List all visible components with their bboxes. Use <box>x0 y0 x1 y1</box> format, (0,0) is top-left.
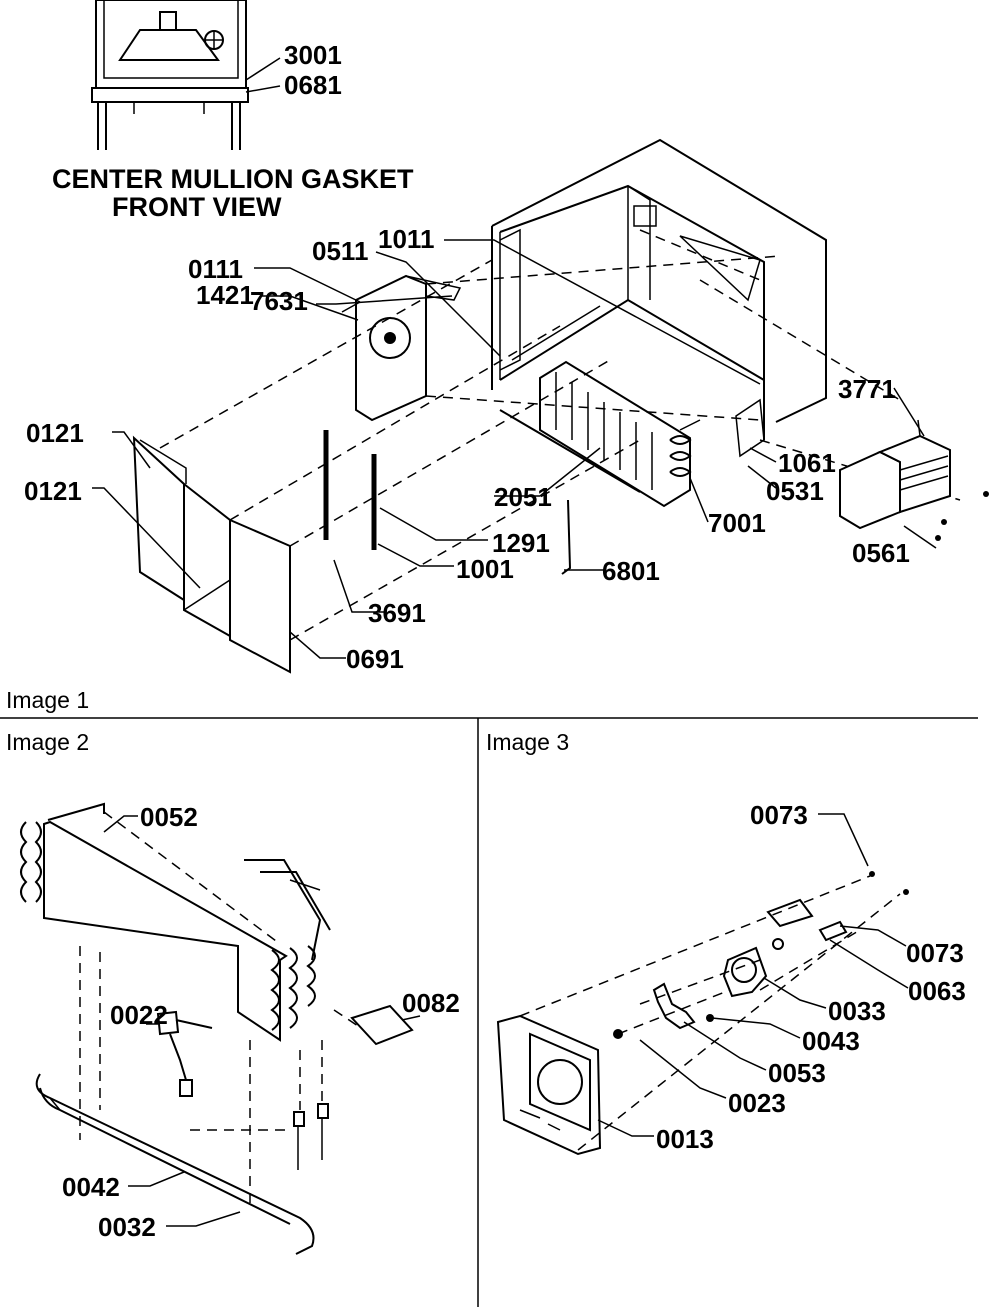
back-panels-drawing <box>132 435 291 674</box>
section-label-image3: Image 3 <box>486 729 569 755</box>
label-0022: 0022 <box>110 1000 168 1030</box>
heater-rods-drawing <box>323 430 572 575</box>
label-0531: 0531 <box>766 476 824 506</box>
label-0042: 0042 <box>62 1172 120 1202</box>
label-0052: 0052 <box>140 802 198 832</box>
label-0073-top: 0073 <box>750 800 808 830</box>
label-1001: 1001 <box>456 554 514 584</box>
image3-fan-motor-drawing <box>652 871 909 1030</box>
label-0063: 0063 <box>908 976 966 1006</box>
label-1421: 1421 <box>196 280 254 310</box>
label-0032: 0032 <box>98 1212 156 1242</box>
ice-maker-drawing <box>839 419 989 541</box>
label-0511: 0511 <box>312 236 368 266</box>
image1-explode-lines <box>159 229 961 641</box>
label-0681: 0681 <box>284 70 342 100</box>
label-3771: 3771 <box>838 374 896 404</box>
freezer-liner-drawing <box>491 138 827 458</box>
label-7001: 7001 <box>708 508 766 538</box>
label-2051: 2051 <box>494 482 552 512</box>
label-0691: 0691 <box>346 644 404 674</box>
gasket-front-view-drawing <box>91 0 281 150</box>
label-0121-top: 0121 <box>26 418 84 448</box>
label-0013: 0013 <box>656 1124 714 1154</box>
label-0043: 0043 <box>802 1026 860 1056</box>
caption-line-1: CENTER MULLION GASKET <box>52 164 414 194</box>
image1-section: 3001 0681 CENTER MULLION GASKET FRONT VI… <box>6 0 989 713</box>
image3-leaders <box>597 813 909 1137</box>
label-0053: 0053 <box>768 1058 826 1088</box>
label-7631: 7631 <box>250 286 308 316</box>
image3-explode-lines <box>519 875 901 1151</box>
label-0111: 0111 <box>188 254 243 284</box>
label-0033: 0033 <box>828 996 886 1026</box>
label-0023: 0023 <box>728 1088 786 1118</box>
section-label-image1: Image 1 <box>6 687 89 713</box>
image2-leaders <box>103 815 421 1227</box>
label-0073-right: 0073 <box>906 938 964 968</box>
label-0121-bottom: 0121 <box>24 476 82 506</box>
image2-heater-drawing <box>35 1073 315 1255</box>
image1-leaders <box>92 239 937 659</box>
image3-section: Image 3 <box>486 729 966 1156</box>
image2-cover-drawing <box>350 1004 414 1046</box>
image2-evaporator-drawing <box>20 802 331 1042</box>
label-0561: 0561 <box>852 538 910 568</box>
label-0082: 0082 <box>402 988 460 1018</box>
caption-line-2: FRONT VIEW <box>112 192 282 222</box>
section-label-image2: Image 2 <box>6 729 89 755</box>
label-6801: 6801 <box>602 556 660 586</box>
label-1011: 1011 <box>378 224 434 254</box>
image2-section: Image 2 <box>6 729 460 1255</box>
label-3001: 3001 <box>284 40 342 70</box>
label-1061: 1061 <box>778 448 836 478</box>
image3-fan-shroud-drawing <box>496 1014 623 1156</box>
label-1291: 1291 <box>492 528 550 558</box>
evaporator-coil-drawing <box>499 360 701 508</box>
image2-explode-lines <box>79 811 365 1206</box>
image2-thermostat-drawing <box>156 1010 329 1170</box>
label-3691: 3691 <box>368 598 426 628</box>
